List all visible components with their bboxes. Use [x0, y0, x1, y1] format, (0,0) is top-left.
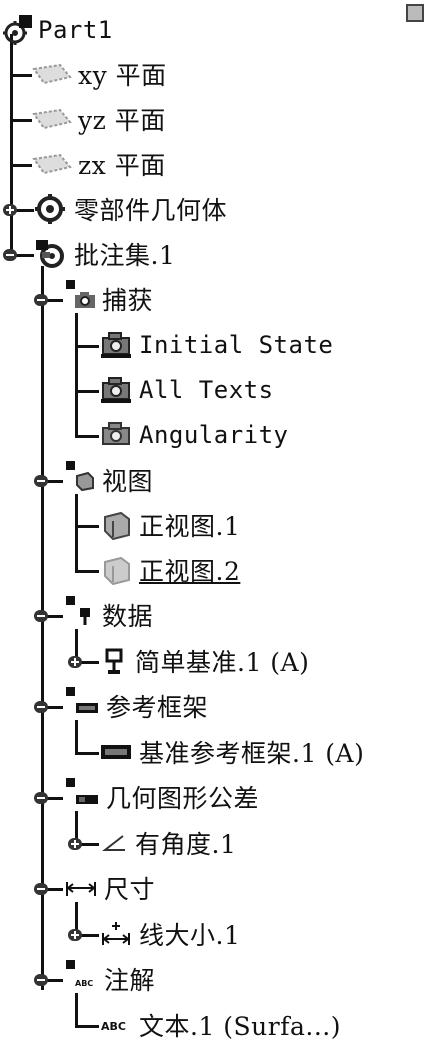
collapse-toggle[interactable] [34, 610, 48, 622]
tree-item-tolerance[interactable]: 有角度.1 [99, 825, 236, 861]
tree-item-note[interactable]: ABC 文本.1 (Surfa...) [99, 1007, 341, 1043]
tree-label-capture: Initial State [139, 331, 334, 359]
tree-label-dimension: 线大小.1 [139, 921, 241, 950]
tree-item-plane-zx[interactable]: zx 平面 [32, 146, 166, 182]
reference-frame-icon [99, 739, 133, 765]
tree-label-frames: 参考框架 [106, 693, 209, 722]
tree-label-capture: All Texts [139, 376, 274, 404]
tree-label-view: 正视图.2 [139, 557, 241, 586]
collapse-toggle[interactable] [34, 701, 48, 713]
tree-label-views: 视图 [102, 467, 154, 496]
svg-text:ABC: ABC [101, 1020, 126, 1033]
collapse-toggle[interactable] [34, 883, 48, 895]
tree-item-frame[interactable]: 基准参考框架.1 (A) [99, 734, 364, 770]
tree-label-tolerance: 有角度.1 [135, 830, 237, 859]
tolerance-icon [74, 786, 100, 808]
tree-label-view: 正视图.1 [139, 512, 241, 541]
tree-label-datum: 简单基准.1 (A) [135, 648, 310, 677]
collapse-toggle[interactable] [3, 249, 17, 261]
front-view-icon [99, 554, 133, 586]
expand-toggle[interactable] [3, 204, 17, 216]
tree-item-capture[interactable]: Angularity [99, 417, 289, 453]
expand-toggle[interactable] [68, 929, 82, 941]
tree-label-root: Part1 [38, 16, 113, 44]
text-note-icon: ABC [99, 1012, 133, 1038]
tree-item-dimensions[interactable]: 尺寸 [64, 870, 155, 906]
tree-item-dimension[interactable]: 线大小.1 [99, 916, 240, 952]
svg-text:ABC: ABC [75, 979, 93, 988]
tree-label-body: 零部件几何体 [74, 196, 228, 225]
part-gear-icon [2, 13, 36, 47]
plane-icon [32, 104, 72, 134]
tree-item-plane-xy[interactable]: xy 平面 [32, 56, 167, 92]
tree-label-notes: 注解 [104, 966, 156, 995]
collapse-toggle[interactable] [34, 792, 48, 804]
collapse-toggle[interactable] [34, 974, 48, 986]
camera-icon [99, 330, 133, 360]
tree-item-body[interactable]: 零部件几何体 [32, 191, 227, 227]
tree-item-capture[interactable]: All Texts [99, 372, 274, 408]
tree-item-frames[interactable]: 参考框架 [74, 688, 208, 724]
plane-icon [32, 149, 72, 179]
tree-item-datums[interactable]: 数据 [74, 597, 153, 633]
plane-icon [32, 59, 72, 89]
tree-item-view-selected[interactable]: 正视图.2 [99, 552, 240, 588]
tree-label-datums: 数据 [102, 602, 154, 631]
camera-icon [99, 375, 133, 405]
text-note-icon: ABC [74, 968, 98, 990]
expand-toggle[interactable] [68, 656, 82, 668]
tree-label-dimensions: 尺寸 [104, 875, 156, 904]
camera-icon [74, 288, 96, 310]
datum-icon [74, 604, 96, 626]
tree-item-view[interactable]: 正视图.1 [99, 507, 240, 543]
tree-label-annotation-set: 批注集.1 [74, 241, 176, 270]
reference-frame-icon [74, 695, 100, 717]
window-control-box[interactable] [406, 4, 424, 22]
tree-label-captures: 捕获 [102, 286, 154, 315]
tree-label-plane: zx 平面 [78, 151, 166, 180]
tree-item-root[interactable]: Part1 [2, 12, 113, 48]
collapse-toggle[interactable] [34, 475, 48, 487]
expand-toggle[interactable] [68, 838, 82, 850]
datum-icon [99, 646, 129, 676]
tree-label-capture: Angularity [139, 421, 289, 449]
tree-item-captures[interactable]: 捕获 [74, 281, 153, 317]
annotation-set-icon [32, 238, 68, 270]
tree-label-note: 文本.1 (Surfa...) [139, 1012, 341, 1041]
collapse-toggle[interactable] [34, 294, 48, 306]
tree-item-gdt[interactable]: 几何图形公差 [74, 779, 259, 815]
angularity-icon [99, 828, 129, 858]
tree-label-plane: yz 平面 [78, 106, 166, 135]
tree-label-plane: xy 平面 [78, 61, 167, 90]
view-icon [74, 469, 96, 492]
tree-label-gdt: 几何图形公差 [106, 784, 260, 813]
gear-icon [32, 193, 68, 225]
tree-item-capture[interactable]: Initial State [99, 327, 333, 363]
camera-icon [99, 420, 133, 450]
tree-item-datum[interactable]: 简单基准.1 (A) [99, 643, 309, 679]
tree-item-views[interactable]: 视图 [74, 462, 153, 498]
dimension-icon [64, 877, 98, 899]
tree-item-notes[interactable]: ABC 注解 [74, 961, 155, 997]
linear-dimension-icon [99, 919, 133, 949]
tree-item-annotation-set[interactable]: 批注集.1 [32, 236, 175, 272]
tree-item-plane-yz[interactable]: yz 平面 [32, 101, 166, 137]
front-view-icon [99, 509, 133, 541]
tree-label-frame: 基准参考框架.1 (A) [139, 739, 365, 768]
